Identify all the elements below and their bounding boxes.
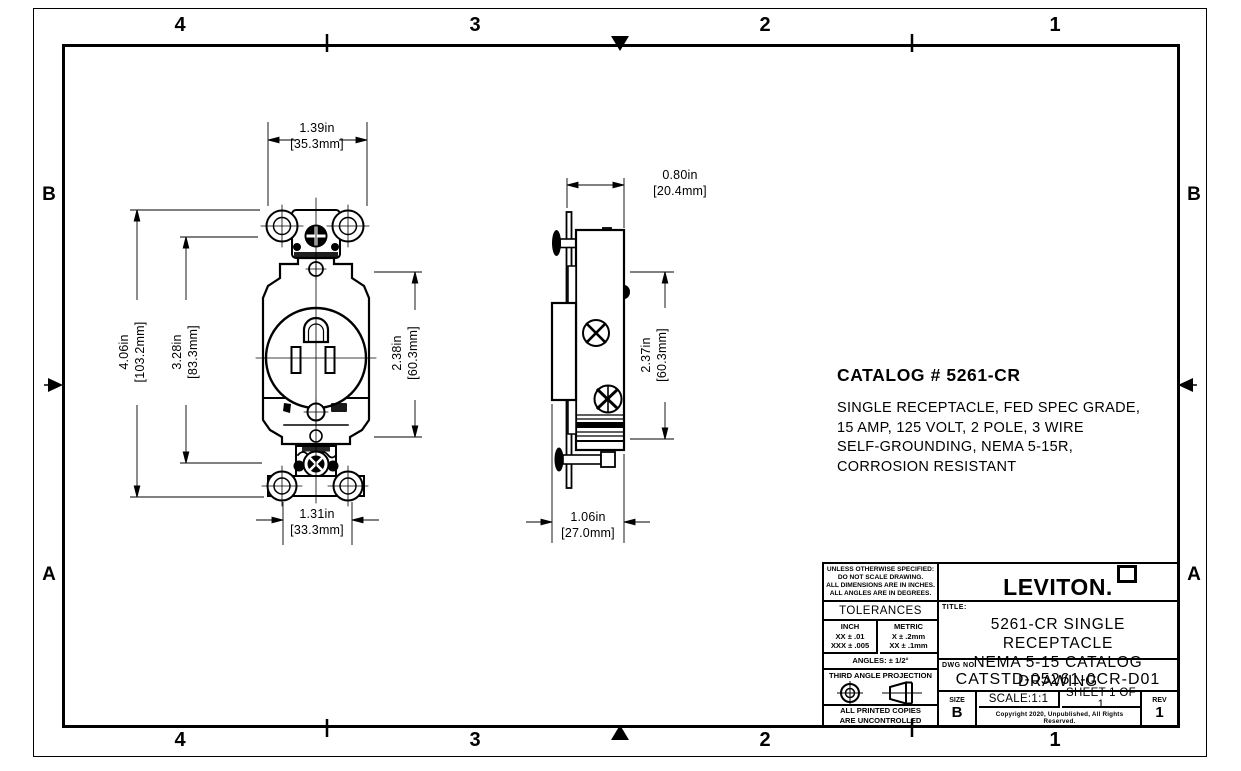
projection-cell: THIRD ANGLE PROJECTION <box>824 670 937 706</box>
zone-col-top-1: 1 <box>1049 14 1061 36</box>
scale-cell: SCALE:1:1 <box>979 692 1060 708</box>
zone-row-right-b: B <box>1187 184 1201 205</box>
tolerance-inch: INCH XX ± .01 XXX ± .005 <box>824 621 878 654</box>
center-arrow-bottom-icon <box>611 725 629 740</box>
dim-width-bottom: 1.31in [33.3mm] <box>290 507 344 537</box>
uncontrolled-note: ALL PRINTED COPIES ARE UNCONTROLLED <box>839 706 922 725</box>
side-view <box>550 211 630 489</box>
center-arrow-top-icon <box>611 36 629 51</box>
rating-stamp <box>331 403 347 412</box>
border-marks <box>44 34 1197 740</box>
center-arrow-right-icon <box>1178 378 1193 392</box>
rev-cell: REV 1 <box>1152 696 1167 721</box>
front-view-dimensions <box>130 122 422 545</box>
zone-col-bottom-2: 2 <box>759 729 771 751</box>
dim-height-strap: 3.28in [83.3mm] <box>170 325 200 379</box>
dim-depth-bottom: 1.06in [27.0mm] <box>561 510 615 540</box>
center-arrow-left-icon <box>48 378 63 392</box>
size-cell: SIZE B <box>939 692 977 725</box>
third-angle-projection-icon <box>837 681 922 705</box>
zone-col-top-2: 2 <box>759 14 771 36</box>
dim-height-body: 2.38in [60.3mm] <box>390 326 420 380</box>
copyright-note: Copyright 2020, Unpublished, All Rights … <box>995 710 1124 725</box>
dim-width-top: 1.39in [35.3mm] <box>290 121 344 151</box>
zone-row-right-a: A <box>1187 564 1201 585</box>
zone-col-bottom-1: 1 <box>1049 729 1061 751</box>
brand-logo: LEVITON. <box>939 564 1177 602</box>
tolerance-metric: METRIC X ± .2mm XX ± .1mm <box>880 621 937 654</box>
outer-border <box>33 8 1207 757</box>
title-cell: TITLE: 5261-CR SINGLE RECEPTACLE NEMA 5-… <box>939 602 1177 690</box>
dim-depth-top: 0.80in [20.4mm] <box>653 168 707 198</box>
catalog-description: SINGLE RECEPTACLE, FED SPEC GRADE, 15 AM… <box>837 400 1141 475</box>
title-block: UNLESS OTHERWISE SPECIFIED: DO NOT SCALE… <box>822 562 1179 727</box>
zone-col-bottom-4: 4 <box>174 729 186 751</box>
tolerances-header: TOLERANCES <box>824 602 937 621</box>
side-view-dimensions <box>526 178 674 543</box>
front-view <box>255 197 377 507</box>
mounting-screw-bottom-icon <box>554 447 564 472</box>
blade-slot-left <box>290 346 302 374</box>
catalog-number-heading: CATALOG # 5261-CR <box>837 365 1021 385</box>
ground-slot <box>302 316 330 344</box>
general-notes: UNLESS OTHERWISE SPECIFIED: DO NOT SCALE… <box>824 564 937 602</box>
face-side <box>550 301 578 402</box>
mounting-screw-top-icon <box>552 230 561 256</box>
zone-col-bottom-3: 3 <box>469 729 481 751</box>
angles-tolerance: ANGLES: ± 1/2° <box>824 654 937 670</box>
zone-col-top-4: 4 <box>174 14 186 36</box>
blade-slot-right <box>324 346 336 374</box>
zone-row-left-b: B <box>42 184 56 205</box>
zone-row-left-a: A <box>42 564 56 585</box>
dwg-no-cell: DWG NO. CATSTD-05261-0CR-D01 <box>939 660 1177 692</box>
dim-side-height: 2.37in [60.3mm] <box>639 328 669 382</box>
leviton-house-icon <box>1117 565 1137 583</box>
dim-height-overall: 4.06in [103.2mm] <box>117 321 147 383</box>
zone-col-top-3: 3 <box>469 14 481 36</box>
sheet-cell: SHEET 1 OF 1 <box>1062 687 1140 711</box>
